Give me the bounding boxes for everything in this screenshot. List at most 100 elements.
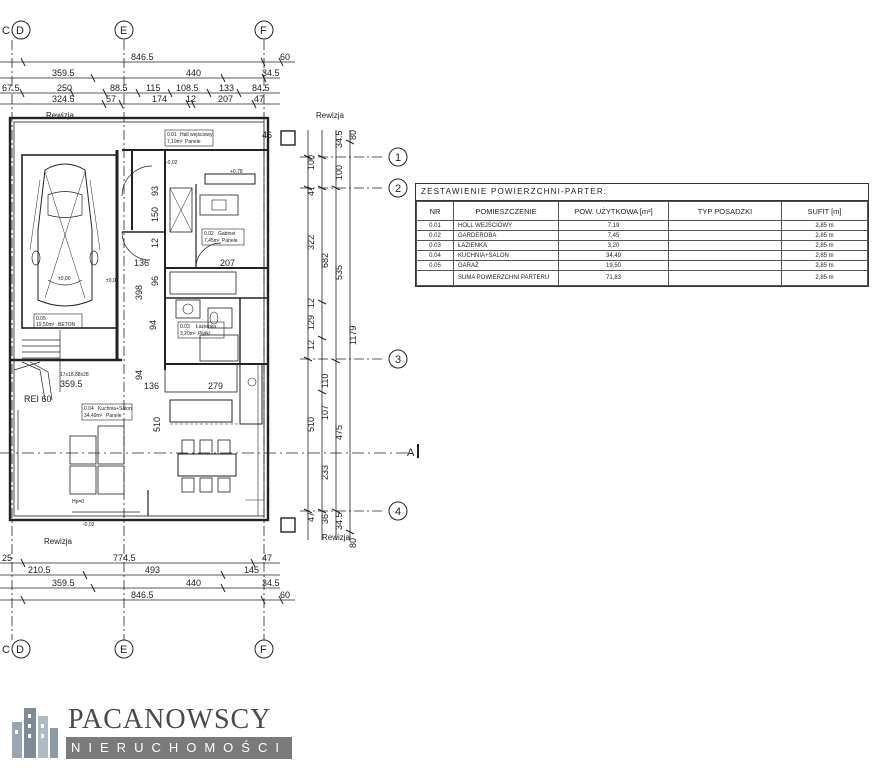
dim-text: 94: [134, 370, 144, 380]
cell-nr: 0.04: [416, 250, 454, 261]
dim-text: 682: [320, 253, 330, 268]
level-label-minus-2: -0,02: [83, 522, 95, 528]
rewizja-label-bottom-left: Rewizja: [44, 537, 73, 546]
axis-label-1: 1: [395, 152, 401, 164]
axis-label-bottom-c: C: [2, 644, 10, 656]
table-header-row: NR POMIESZCZENIE POW. UŻYTKOWA [m²] TYP …: [416, 201, 868, 221]
dim-text: 136: [134, 258, 149, 268]
level-label-plus: +0,78: [230, 169, 243, 175]
cell-area: 7,45: [558, 230, 669, 241]
cell-room: GARAŻ: [453, 260, 559, 271]
dim-text: 60: [280, 52, 290, 62]
cell-ceiling: 2,85 m: [781, 230, 868, 241]
room-area: 34,49m²: [84, 413, 103, 419]
dim-text: 80: [348, 538, 358, 548]
dim-text: 174: [152, 94, 167, 104]
cell-ceiling: 2,85 m: [781, 240, 868, 251]
room-floor: Płytki: [198, 331, 210, 337]
dim-text: 107: [320, 405, 330, 420]
level-label-garage: ±0,00: [58, 276, 71, 282]
axis-label-top-f: F: [260, 25, 267, 37]
dim-text: 324.5: [52, 94, 75, 104]
room-nr: 0.02: [204, 231, 214, 237]
cell-empty: [416, 270, 454, 286]
dim-text: 133: [219, 83, 234, 93]
cell-room: ŁAZIENKA: [453, 240, 559, 251]
area-summary-table: ZESTAWIENIE POWIERZCHNI-PARTER: NR POMIE…: [415, 183, 869, 287]
header-ceiling: SUFIT [m]: [781, 201, 868, 221]
room-nr: 0.01: [167, 132, 177, 138]
room-name: Gabinet: [218, 231, 236, 237]
axis-label-4: 4: [395, 506, 401, 518]
axis-label-bottom-f: F: [260, 644, 267, 656]
dim-text: 510: [306, 417, 316, 432]
dim-text: 57: [106, 94, 116, 104]
table-title: ZESTAWIENIE POWIERZCHNI-PARTER:: [416, 184, 868, 201]
table-row: 0.03 ŁAZIENKA 3,20 2,85 m: [416, 240, 868, 251]
cell-floor: [668, 250, 782, 261]
axis-label-3: 3: [395, 354, 401, 366]
room-name: Hall wejściowy: [180, 132, 213, 138]
table-row: 0.02 GARDEROBA 7,45 2,85 m: [416, 230, 868, 241]
dim-text: 207: [218, 94, 233, 104]
room-name: Łazienka: [196, 324, 216, 330]
room-area: 7,19m²: [167, 139, 183, 145]
cell-floor: [668, 260, 782, 271]
cell-ceiling: 2,85 m: [781, 250, 868, 261]
cell-floor: [668, 230, 782, 241]
dim-text: 47: [262, 553, 272, 563]
level-label-zero: ±0,00: [106, 278, 119, 284]
cell-nr: 0.03: [416, 240, 454, 251]
dim-text: 60: [280, 590, 290, 600]
brand-subtitle: NIERUCHOMOŚCI: [66, 737, 292, 759]
dim-text: 34.5: [334, 512, 344, 530]
room-nr: 0.05: [36, 316, 46, 322]
dim-text: 12: [306, 340, 316, 350]
cell-floor: [668, 220, 782, 231]
room-floor: Panele: [185, 139, 201, 145]
room-area: 7,45m²: [204, 238, 220, 244]
dim-text: 34.5: [262, 68, 280, 78]
dim-text: 322: [306, 235, 316, 250]
cell-area: 19,50: [558, 260, 669, 271]
dim-text: 100: [334, 165, 344, 180]
dim-text: 110: [320, 374, 330, 388]
room-nr: 0.03: [180, 324, 190, 330]
cell-sum-area: 71,83: [558, 270, 669, 286]
company-logo: PACANOWSCY NIERUCHOMOŚCI: [8, 700, 293, 760]
dim-text: 510: [152, 417, 162, 432]
dim-text: 359.5: [52, 578, 75, 588]
rewizja-label-top-left: Rewizja: [46, 111, 75, 120]
table-row: 0.04 KUCHNIA+SALON 34,49 2,85 m: [416, 250, 868, 261]
dim-text: 207: [220, 258, 235, 268]
room-stamp-hall: 0.01 Hall wejściowy 7,19m² Panele: [164, 129, 214, 147]
cell-area: 7,19: [558, 220, 669, 231]
cell-sum-label: SUMA POWIERZCHNI PARTERU: [453, 270, 559, 286]
cell-ceiling: 2,85 m: [781, 260, 868, 271]
header-floor-type: TYP POSADZKI: [668, 201, 782, 221]
room-stamp-lazienka: 0.03 Łazienka 3,20m² Płytki: [177, 321, 225, 339]
dim-text: 398: [134, 285, 144, 300]
axis-label-top-d: D: [16, 25, 24, 37]
axis-label-top-e: E: [120, 25, 127, 37]
axis-label-top-c: C: [2, 25, 10, 37]
dim-text: 100: [306, 155, 316, 170]
dim-text: 846.5: [131, 590, 154, 600]
dim-text: 96: [150, 276, 160, 286]
axis-label-2: 2: [395, 183, 401, 195]
cell-area: 34,49: [558, 250, 669, 261]
dim-text: 80: [348, 130, 358, 140]
dim-text: 34.5: [334, 130, 344, 148]
dim-text: 67.5: [2, 83, 20, 93]
cell-floor: [668, 240, 782, 251]
cell-nr: 0.01: [416, 220, 454, 231]
dim-text: 129: [306, 315, 316, 330]
dim-text: 210.5: [28, 565, 51, 575]
dim-text: 12: [150, 238, 160, 248]
dim-text: 47: [306, 512, 316, 522]
axis-label-bottom-d: D: [16, 644, 24, 656]
cell-room: KUCHNIA+SALON: [453, 250, 559, 261]
dim-text: 233: [320, 465, 330, 480]
room-floor: Panele: [106, 413, 122, 419]
